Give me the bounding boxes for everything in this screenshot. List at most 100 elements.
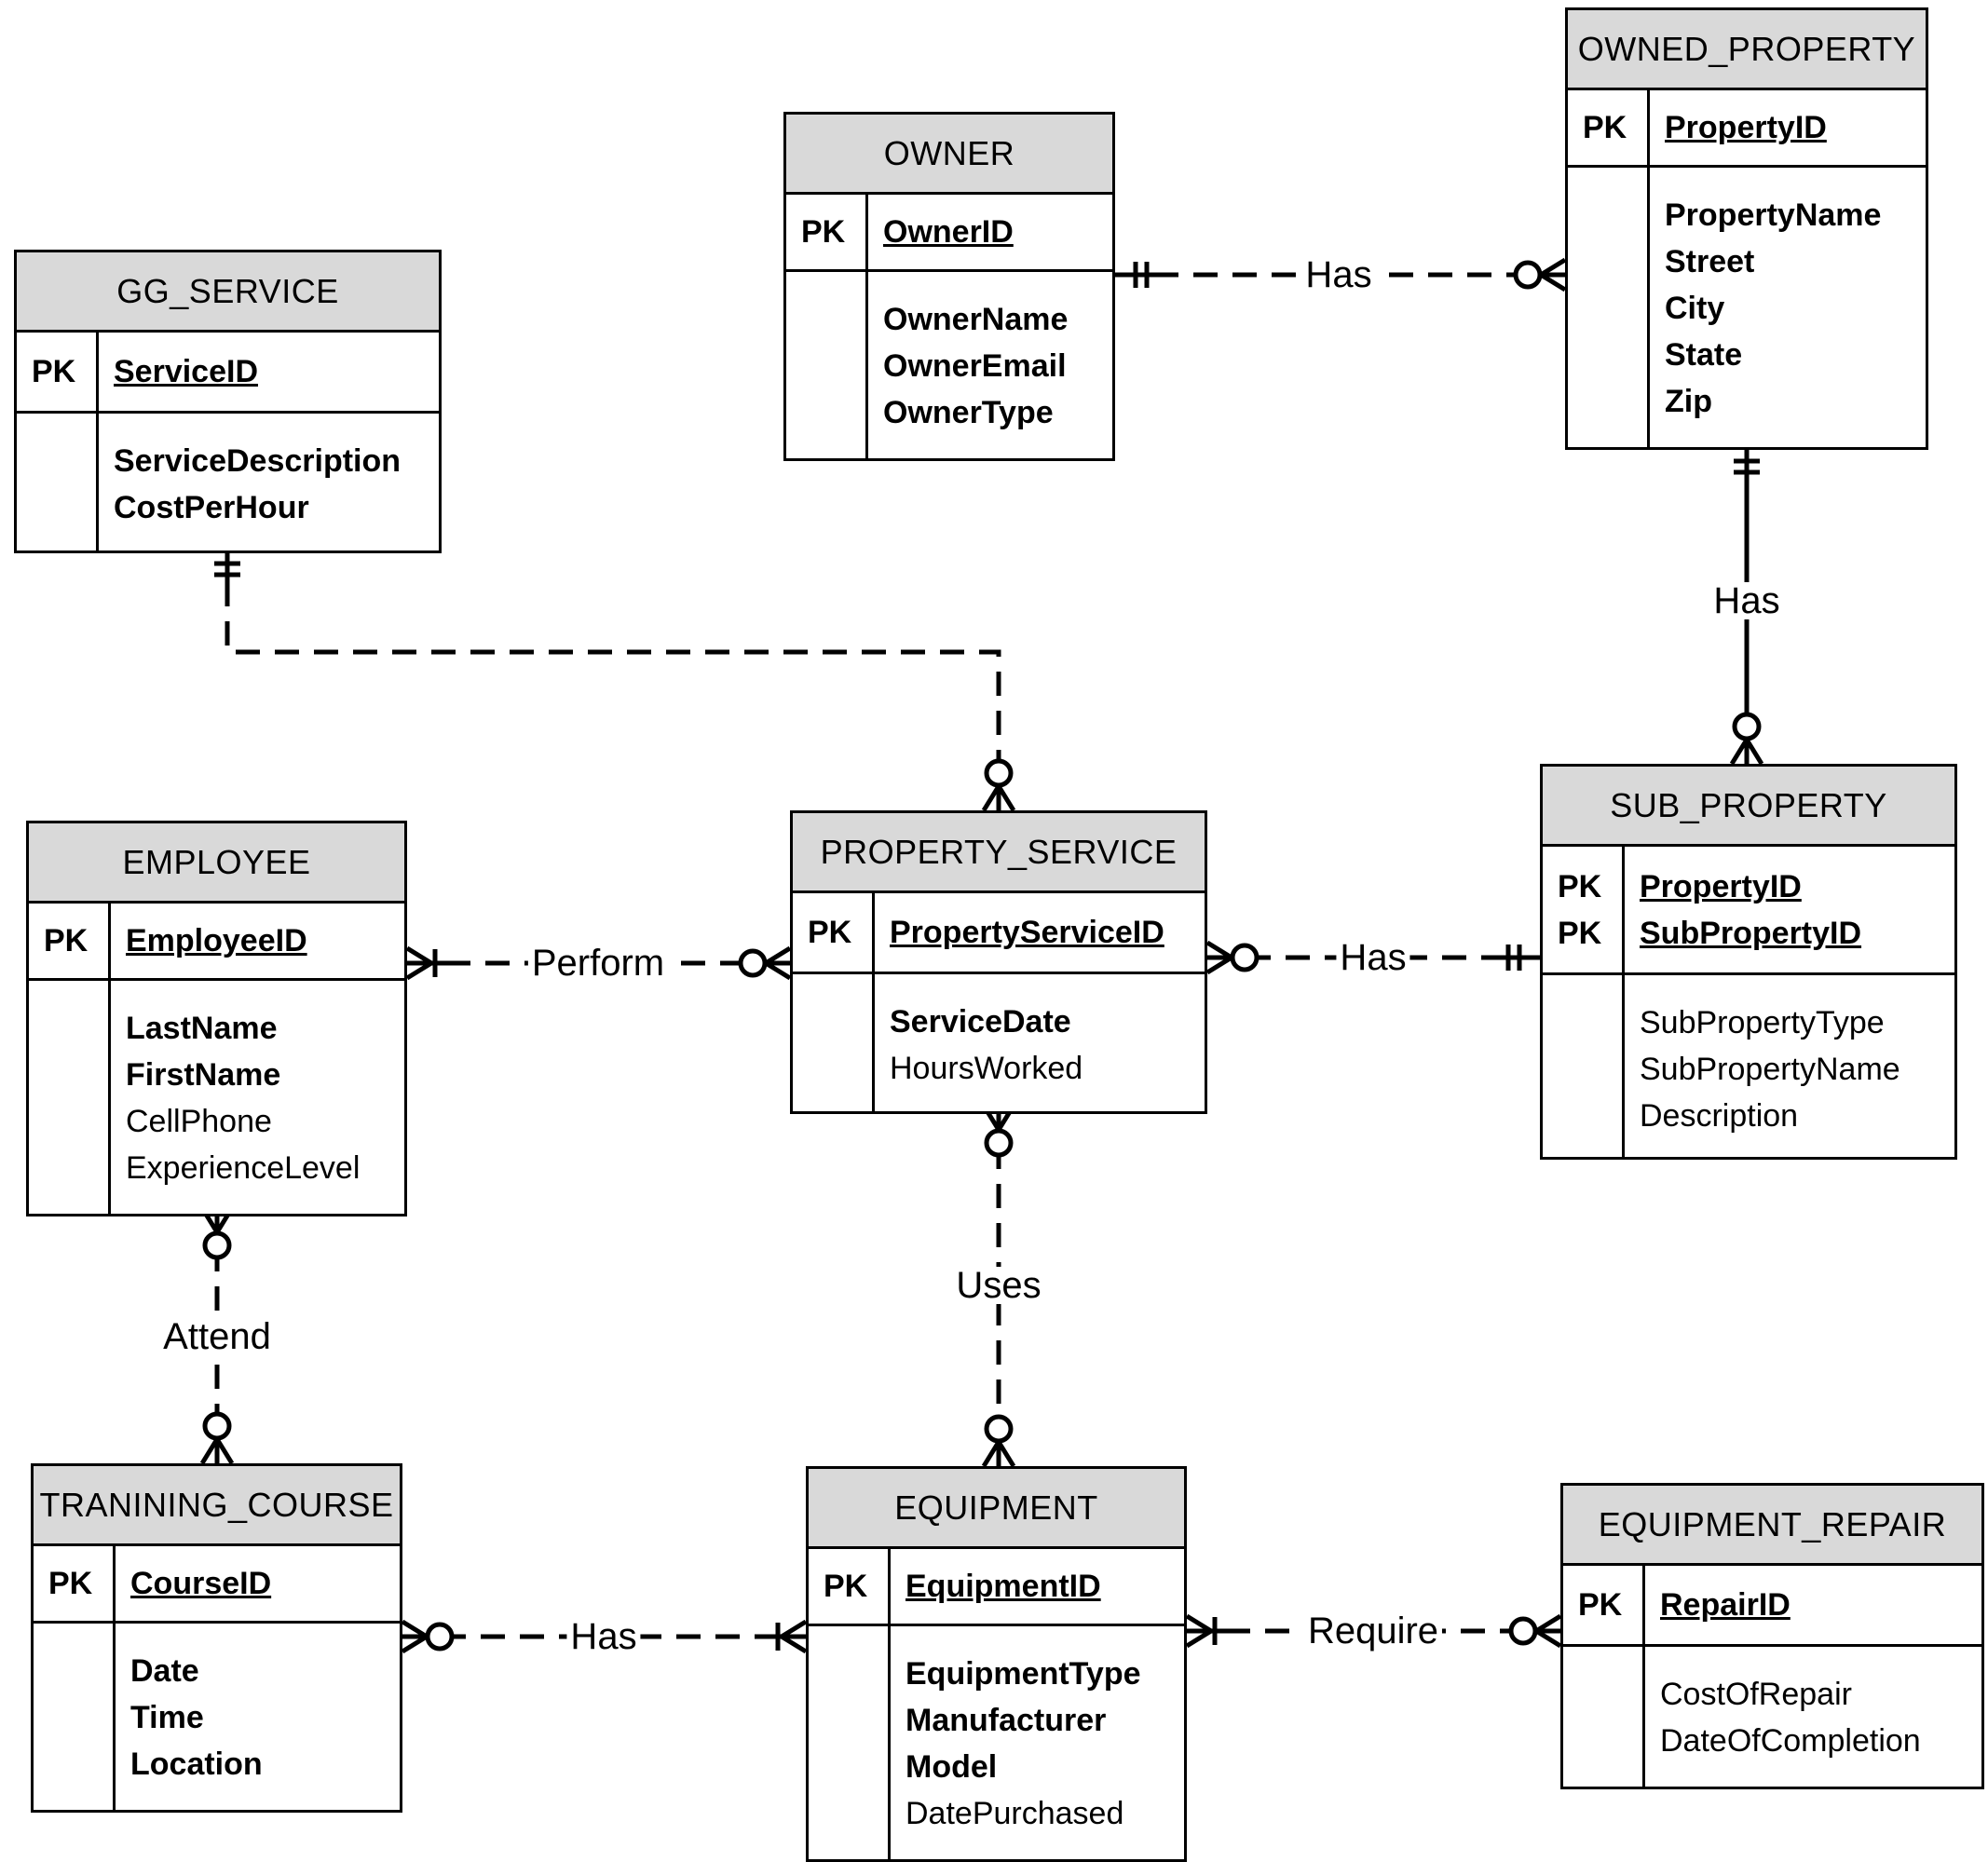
key-column: PK: [786, 195, 868, 269]
cardinality-stroke: [981, 784, 1001, 812]
key-column-empty: [793, 974, 875, 1111]
attribute-field: Location: [130, 1746, 263, 1782]
cardinality-stroke: [981, 1440, 1001, 1468]
zero-circle: [202, 1411, 232, 1441]
relationship-line: [225, 543, 1001, 810]
attribute-field: Zip: [1665, 384, 1712, 419]
relationship-label: Require: [1303, 1612, 1443, 1650]
cardinality-stroke: [996, 784, 1016, 812]
primary-key-field: PropertyServiceID: [890, 915, 1164, 950]
pk-label: PK: [801, 214, 846, 250]
cardinality-stroke: [1185, 1628, 1213, 1649]
cardinality-stroke: [764, 945, 792, 966]
cardinality-stroke: [1744, 738, 1764, 766]
pk-label: PK: [1583, 110, 1627, 145]
primary-key-field: RepairID: [1660, 1587, 1791, 1623]
entity-title: EQUIPMENT_REPAIR: [1563, 1486, 1981, 1566]
zero-circle: [1513, 260, 1543, 290]
key-column: PK: [17, 333, 99, 411]
zero-circle: [1230, 943, 1260, 972]
attribute-field: SubPropertyType: [1640, 1005, 1885, 1040]
cardinality-stroke: [780, 1619, 808, 1639]
pk-label: PK: [1558, 868, 1602, 904]
key-column-empty: [809, 1626, 891, 1859]
entity-title: GG_SERVICE: [17, 252, 439, 333]
entity-title: TRANINING_COURSE: [34, 1466, 400, 1546]
attribute-field: State: [1665, 337, 1743, 373]
pk-label: PK: [1578, 1587, 1623, 1623]
zero-circle: [202, 1230, 232, 1260]
entity-title: EQUIPMENT: [809, 1469, 1184, 1549]
attribute-field: OwnerName: [883, 302, 1069, 337]
attribute-field: Date: [130, 1653, 199, 1689]
attribute-field: CellPhone: [126, 1104, 272, 1139]
cardinality-stroke: [780, 1634, 808, 1654]
pk-label: PK: [808, 915, 852, 950]
pk-label: PK: [32, 354, 76, 389]
cardinality-stroke: [1205, 940, 1233, 960]
primary-key-field: EquipmentID: [905, 1569, 1101, 1604]
primary-key-field: CourseID: [130, 1566, 272, 1601]
zero-circle: [1732, 712, 1762, 741]
key-column-empty: [1563, 1647, 1645, 1787]
primary-key-field: EmployeeID: [126, 923, 307, 958]
primary-key-field: PropertyID: [1665, 110, 1827, 145]
entity-title: OWNED_PROPERTY: [1568, 10, 1926, 90]
attribute-field: FirstName: [126, 1057, 281, 1093]
attribute-field: OwnerEmail: [883, 348, 1067, 384]
relationship-label: Has: [1301, 256, 1376, 293]
zero-circle: [738, 948, 768, 978]
relationship-emp-ps: [405, 945, 792, 981]
cardinality-stroke: [996, 1440, 1016, 1468]
cardinality-stroke: [1205, 955, 1233, 975]
attribute-field: ServiceDescription: [114, 443, 402, 479]
zero-circle: [984, 1414, 1014, 1444]
relationship-equip-repair: [1185, 1613, 1562, 1649]
entity-title: EMPLOYEE: [29, 823, 404, 904]
pk-label: PK: [1558, 915, 1602, 951]
relationship-label: Uses: [952, 1267, 1045, 1304]
relationship-label: Has: [1709, 582, 1784, 619]
pk-label: PK: [44, 923, 89, 958]
key-column: PK: [34, 1546, 116, 1621]
key-column-empty: [1568, 168, 1650, 447]
attribute-field: DateOfCompletion: [1660, 1723, 1921, 1759]
cardinality-stroke: [199, 1437, 220, 1465]
primary-key-field: ServiceID: [114, 354, 258, 389]
cardinality-stroke: [1539, 257, 1567, 278]
attribute-field: EquipmentType: [905, 1656, 1141, 1692]
attribute-field: DatePurchased: [905, 1796, 1124, 1831]
attribute-field: CostOfRepair: [1660, 1677, 1852, 1712]
zero-circle: [1508, 1616, 1538, 1646]
attribute-field: Street: [1665, 244, 1755, 279]
cardinality-stroke: [214, 1437, 235, 1465]
zero-circle: [984, 758, 1014, 788]
relationship-label: Has: [1336, 939, 1410, 976]
attribute-field: Model: [905, 1749, 998, 1785]
cardinality-stroke: [401, 1634, 429, 1654]
relationship-label: Perform: [527, 945, 669, 982]
pk-label: PK: [48, 1566, 93, 1601]
primary-key-field: SubPropertyID: [1640, 915, 1862, 951]
primary-key-field: PropertyID: [1640, 868, 1802, 904]
relationship-service-ps: [214, 543, 1016, 812]
attribute-field: PropertyName: [1665, 197, 1882, 233]
entity-title: OWNER: [786, 115, 1112, 195]
key-column: PK: [1568, 90, 1650, 165]
zero-circle: [425, 1622, 455, 1651]
attribute-field: City: [1665, 291, 1725, 326]
cardinality-stroke: [401, 1619, 429, 1639]
attribute-field: ServiceDate: [890, 1004, 1071, 1040]
primary-key-field: OwnerID: [883, 214, 1014, 250]
cardinality-stroke: [1729, 738, 1750, 766]
cardinality-stroke: [1534, 1613, 1562, 1634]
key-column: PK: [793, 893, 875, 972]
relationship-label: Attend: [159, 1318, 275, 1355]
